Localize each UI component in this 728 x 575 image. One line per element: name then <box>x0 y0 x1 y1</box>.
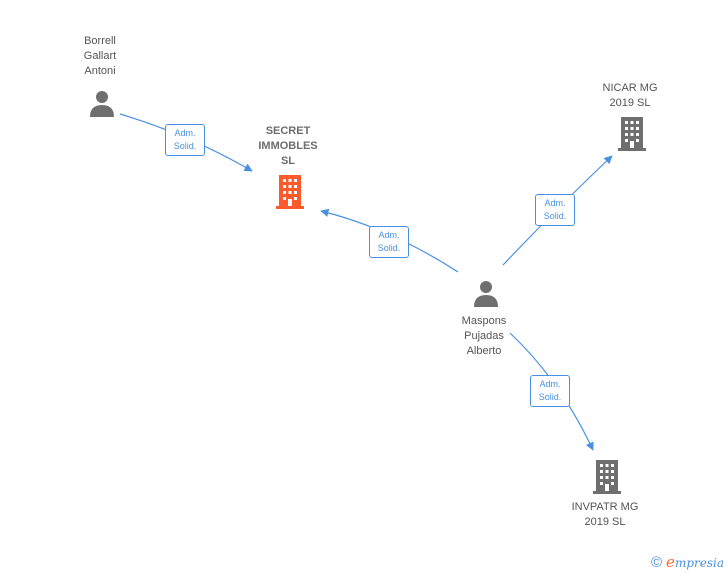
edge-label[interactable]: Adm. Solid. <box>369 226 409 258</box>
node-label-maspons: Maspons Pujadas Alberto <box>461 315 507 357</box>
empresia-logo[interactable]: empresia <box>666 553 724 571</box>
brand-rest: mpresia <box>674 556 724 570</box>
edge-label[interactable]: Adm. Solid. <box>165 124 205 156</box>
brand-initial: e <box>666 553 675 571</box>
footer-brand: © empresia <box>651 553 724 571</box>
node-label-borrell: Borrell Gallart Antoni <box>83 35 117 77</box>
copyright-symbol: © <box>650 553 663 571</box>
building-icon[interactable] <box>591 460 623 494</box>
person-icon[interactable] <box>472 279 500 307</box>
node-label-secret: SECRET IMMOBLES SL <box>258 125 318 167</box>
node-label-nicar: NICAR MG 2019 SL <box>602 82 658 109</box>
person-icon[interactable] <box>88 89 116 117</box>
edge-label[interactable]: Adm. Solid. <box>530 375 570 407</box>
building-icon[interactable] <box>274 175 306 209</box>
node-label-invpatr: INVPATR MG 2019 SL <box>571 501 639 528</box>
building-icon[interactable] <box>616 117 648 151</box>
edge-label[interactable]: Adm. Solid. <box>535 194 575 226</box>
